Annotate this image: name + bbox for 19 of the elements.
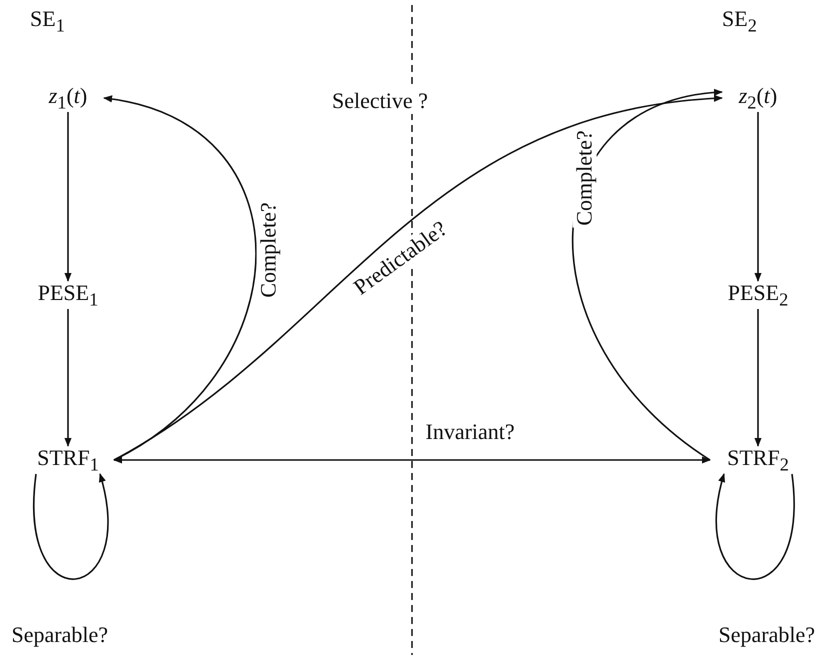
arrow — [114, 95, 723, 461]
edge-label: Complete? — [572, 128, 596, 228]
node-label: STRF$_{1}$ — [37, 446, 99, 474]
annotation: Selective ? — [330, 88, 430, 114]
arrow — [64, 309, 72, 447]
node-label: z$_{1}$(t) — [48, 84, 88, 112]
arrow — [33, 473, 108, 580]
arrow — [64, 112, 72, 282]
edge-label: Complete? — [256, 200, 280, 300]
arrow — [113, 456, 711, 464]
arrow — [754, 112, 762, 282]
node-label: z$_{2}$(t) — [738, 84, 778, 112]
column-heading: SE$_{1}$ — [30, 8, 65, 35]
arrow — [754, 309, 762, 447]
arrow — [716, 473, 795, 580]
node-label: PESE$_{1}$ — [38, 282, 98, 308]
column-heading: SE$_{2}$ — [722, 8, 757, 35]
node-label: PESE$_{2}$ — [728, 282, 788, 308]
node-label: STRF$_{2}$ — [727, 446, 789, 474]
